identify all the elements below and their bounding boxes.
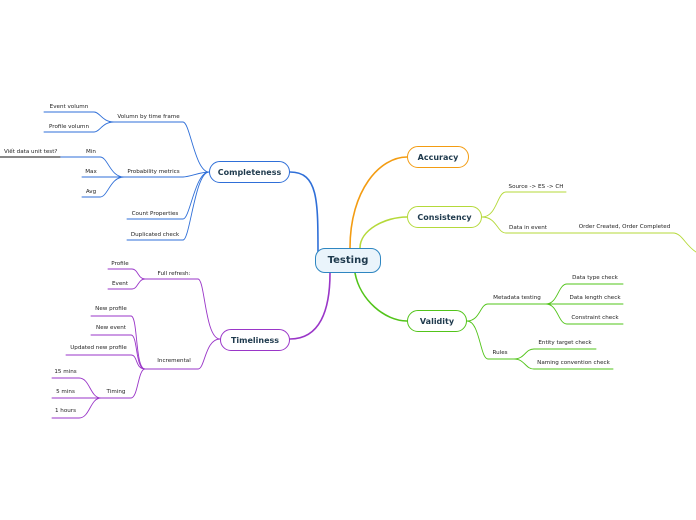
- timing-1-hours[interactable]: 1 hours: [54, 408, 77, 414]
- validity-label: Validity: [419, 316, 455, 326]
- link-rules: [466, 320, 489, 360]
- link-accuracy: [349, 156, 408, 249]
- naming-convention-check[interactable]: Naming convention check: [537, 360, 610, 366]
- link-profile: [131, 268, 146, 280]
- central-node[interactable]: Testing: [315, 248, 381, 273]
- link-duplicated-check: [182, 171, 210, 241]
- link-consistency: [359, 216, 408, 249]
- incremental[interactable]: Incremental: [157, 358, 191, 364]
- link-data-in-event: [481, 216, 507, 234]
- full-refresh-profile[interactable]: Profile: [111, 261, 129, 267]
- link-completeness: [289, 171, 319, 255]
- avg-metric[interactable]: Avg: [85, 189, 97, 195]
- completeness-node[interactable]: Completeness: [209, 161, 290, 183]
- count-properties[interactable]: Count Properties: [131, 211, 179, 217]
- link-new-profile: [130, 315, 146, 370]
- link-order-tail: [672, 232, 696, 253]
- probability-metrics[interactable]: Probability metrics: [127, 169, 180, 175]
- data-length-check[interactable]: Data length check: [569, 295, 621, 301]
- validity-node[interactable]: Validity: [407, 310, 467, 332]
- constraint-check[interactable]: Constraint check: [571, 315, 619, 321]
- timeliness-label: Timeliness: [230, 335, 280, 345]
- event-volumn[interactable]: Event volumn: [49, 104, 89, 110]
- accuracy-label: Accuracy: [417, 152, 459, 162]
- link-updated-new-profile: [130, 354, 146, 370]
- timing-15-mins[interactable]: 15 mins: [54, 369, 77, 375]
- data-type-check[interactable]: Data type check: [572, 275, 618, 281]
- updated-new-profile[interactable]: Updated new profile: [70, 345, 127, 351]
- metadata-testing[interactable]: Metadata testing: [493, 295, 541, 301]
- new-profile[interactable]: New profile: [95, 306, 127, 312]
- link-metadata: [466, 303, 489, 322]
- link-incremental: [197, 338, 221, 370]
- link-volume: [182, 121, 210, 173]
- entity-target-check[interactable]: Entity target check: [538, 340, 592, 346]
- min-metric[interactable]: Min: [86, 149, 96, 155]
- link-min: [99, 156, 125, 178]
- link-constraint: [545, 303, 568, 325]
- link-full-refresh: [197, 278, 221, 340]
- link-avg: [99, 176, 125, 198]
- duplicated-check[interactable]: Duplicated check: [130, 232, 180, 238]
- link-event: [131, 278, 146, 290]
- link-profile-volumn: [93, 121, 115, 133]
- unit-test-note[interactable]: Viết data unit test?: [4, 149, 58, 155]
- timeliness-node[interactable]: Timeliness: [220, 329, 290, 351]
- link-timeliness: [289, 272, 331, 340]
- order-created-completed[interactable]: Order Created, Order Completed: [578, 224, 671, 230]
- link-entity-target: [513, 348, 535, 360]
- central-label: Testing: [327, 255, 369, 266]
- timing-5-mins[interactable]: 5 mins: [56, 389, 75, 395]
- consistency-node[interactable]: Consistency: [407, 206, 482, 228]
- data-in-event[interactable]: Data in event: [509, 225, 547, 231]
- new-event[interactable]: New event: [96, 325, 126, 331]
- link-timing: [130, 368, 146, 399]
- full-refresh[interactable]: Full refresh:: [157, 271, 191, 277]
- link-data-type: [545, 283, 568, 305]
- max-metric[interactable]: Max: [85, 169, 97, 175]
- link-source: [481, 191, 507, 218]
- link-15-mins: [78, 377, 102, 399]
- link-1-hours: [78, 397, 102, 419]
- link-new-event: [130, 334, 146, 370]
- rules[interactable]: Rules: [492, 350, 508, 356]
- accuracy-node[interactable]: Accuracy: [407, 146, 469, 168]
- link-event-volumn: [93, 111, 115, 123]
- consistency-label: Consistency: [417, 212, 472, 222]
- full-refresh-event[interactable]: Event: [111, 281, 129, 287]
- source-flow[interactable]: Source -> ES -> CH: [508, 184, 564, 190]
- timing[interactable]: Timing: [106, 389, 126, 395]
- link-validity: [354, 272, 408, 322]
- volume-by-time-frame[interactable]: Volumn by time frame: [117, 114, 180, 120]
- link-naming-convention: [513, 358, 535, 370]
- profile-volumn[interactable]: Profile volumn: [49, 124, 89, 130]
- completeness-label: Completeness: [217, 167, 282, 177]
